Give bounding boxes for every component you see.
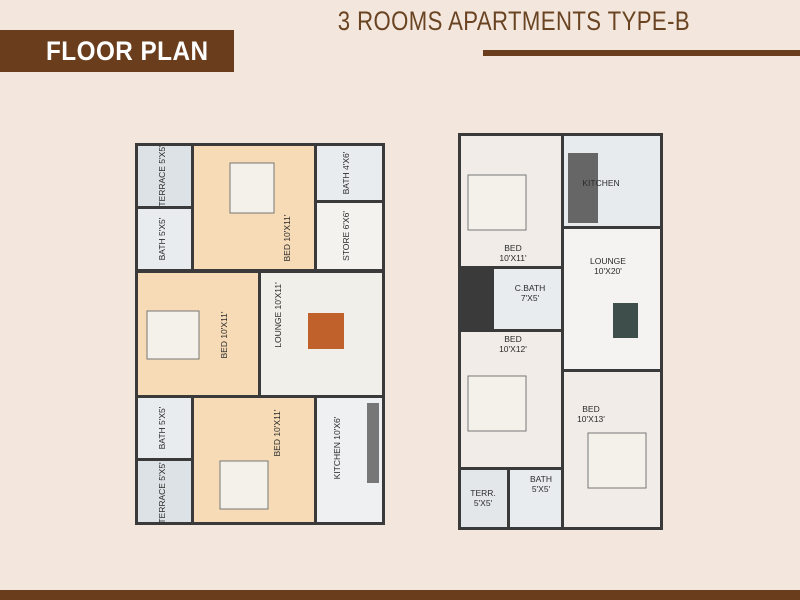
label-lounge-size: 10'X20'	[594, 266, 622, 276]
label-bath-left: BATH 5'X5'	[157, 217, 167, 260]
label-kitchen-r: KITCHEN	[582, 178, 619, 188]
label-bed-right-name: BED	[582, 404, 599, 414]
label-bed-mid-name: BED	[504, 334, 521, 344]
label-bath-size: 5'X5'	[532, 484, 551, 494]
label-bed-middle: BED 10'X11'	[219, 311, 229, 358]
label-cbath-name: C.BATH	[515, 283, 546, 293]
label-store: STORE 6'X6'	[341, 211, 351, 261]
label-lounge-name: LOUNGE	[590, 256, 626, 266]
label-bed-bottom: BED 10'X11'	[272, 409, 282, 456]
label-bed-top-name: BED	[504, 243, 521, 253]
label-terr-size: 5'X5'	[474, 498, 493, 508]
label-terrace-bottom: TERRACE 5'X5'	[157, 462, 167, 524]
label-terr-name: TERR.	[470, 488, 496, 498]
label-lounge: LOUNGE 10'X11'	[273, 282, 283, 348]
label-bed-top-size: 10'X11'	[499, 253, 527, 263]
section-label-box: FLOOR PLAN	[0, 30, 234, 72]
page-title: 3 ROOMS APARTMENTS TYPE-B	[337, 6, 691, 36]
label-bath-name: BATH	[530, 474, 552, 484]
label-bed-top: BED 10'X11'	[282, 214, 292, 261]
section-label: FLOOR PLAN	[46, 36, 209, 66]
floor-plan-left: TERRACE 5'X5' BATH 4'X6' BATH 5'X5' BED …	[135, 143, 385, 525]
label-kitchen: KITCHEN 10'X6'	[332, 416, 342, 479]
label-terrace-top: TERRACE 5'X5'	[157, 145, 167, 207]
label-bath-top: BATH 4'X6'	[341, 151, 351, 194]
floor-plan-right: KITCHEN BED 10'X11' LOUNGE 10'X20' C.BAT…	[458, 133, 663, 530]
bottom-rule	[0, 590, 800, 600]
label-bed-mid-size: 10'X12'	[499, 344, 527, 354]
label-bed-right-size: 10'X13'	[577, 414, 605, 424]
title-underline	[483, 50, 800, 56]
label-cbath-size: 7'X5'	[521, 293, 540, 303]
label-bath-bottom: BATH 5'X5'	[157, 406, 167, 449]
